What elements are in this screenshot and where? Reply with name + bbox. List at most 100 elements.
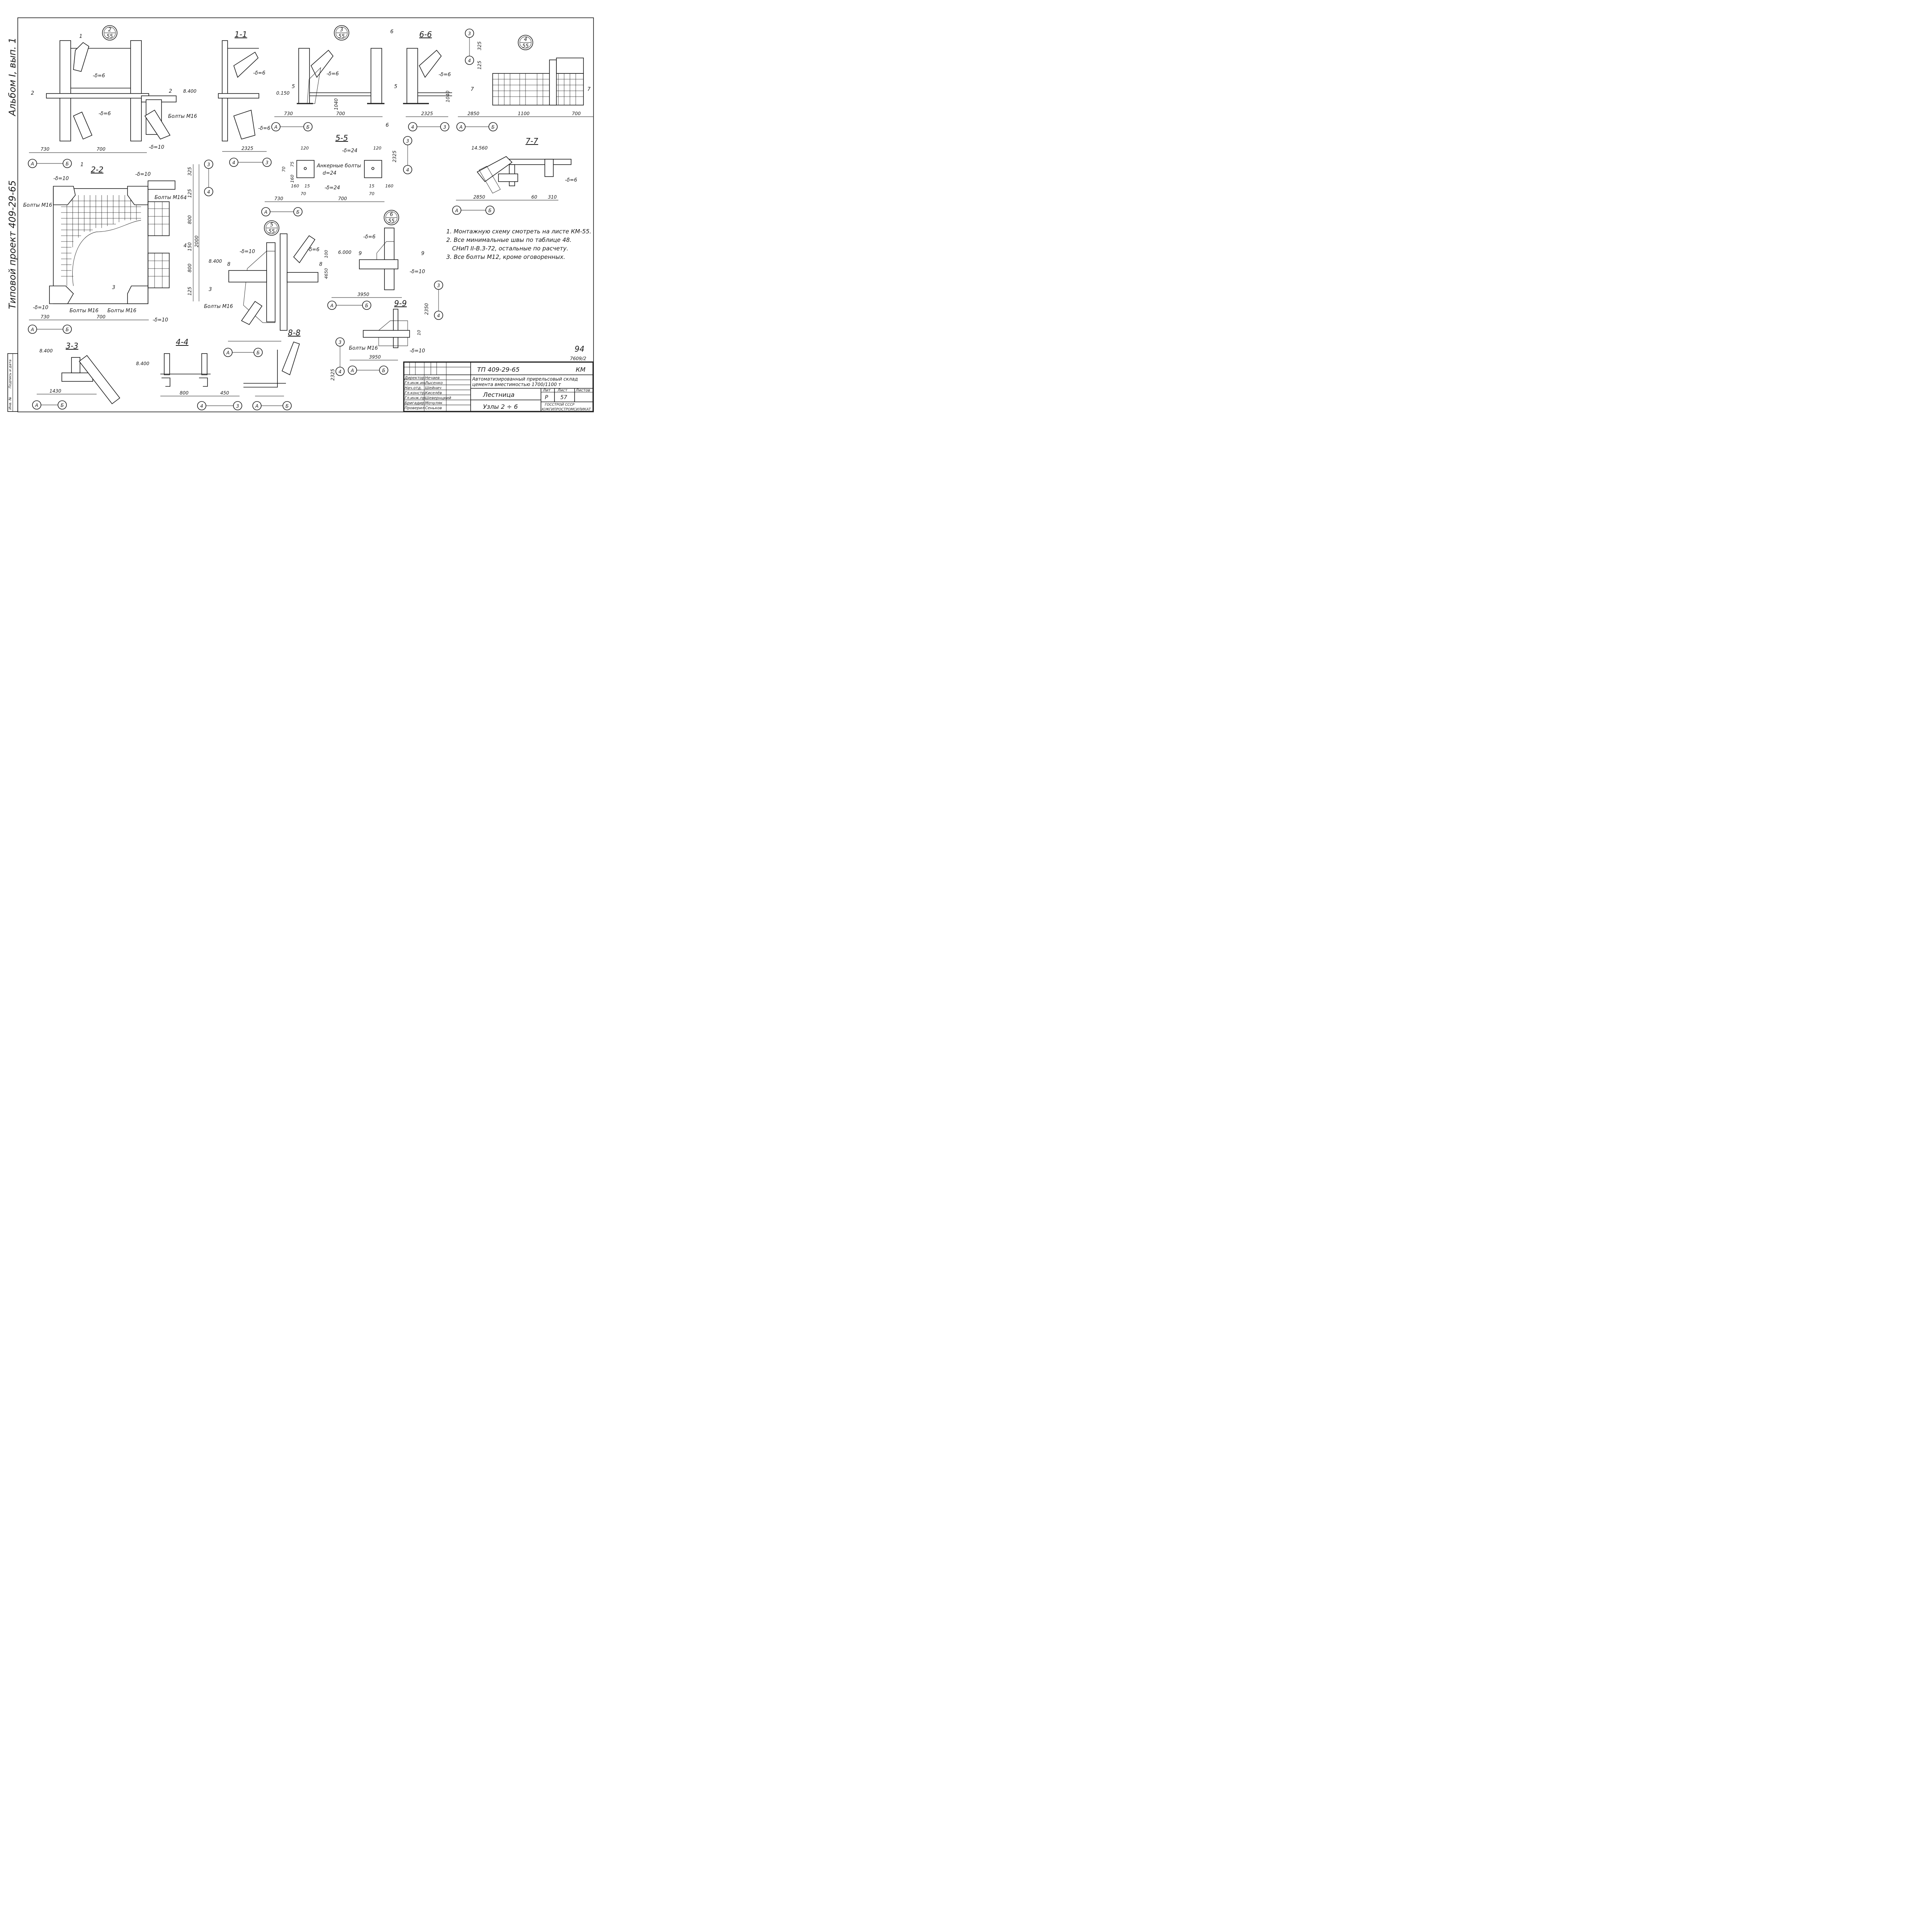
svg-text:-δ=10: -δ=10: [410, 269, 425, 275]
svg-text:Гл.инж.пр.: Гл.инж.пр.: [405, 396, 426, 400]
svg-text:8-8: 8-8: [288, 328, 301, 337]
svg-text:-δ=6: -δ=6: [327, 71, 339, 77]
svg-text:6: 6: [390, 29, 393, 35]
svg-text:Сеньков: Сеньков: [425, 406, 442, 410]
svg-text:Б: Б: [492, 124, 495, 130]
svg-text:2850: 2850: [468, 111, 480, 116]
svg-text:9: 9: [421, 251, 424, 257]
svg-text:Киселёв: Киселёв: [425, 391, 442, 395]
node-6-55-detail: 6 55 -δ=6 -δ=10 6.000 9 9 3950 А Б: [327, 210, 425, 310]
svg-text:15: 15: [369, 184, 374, 189]
svg-text:2325: 2325: [421, 111, 433, 116]
svg-text:Б: Б: [488, 208, 492, 213]
svg-text:310: 310: [548, 194, 557, 200]
node-number: 2: [108, 27, 111, 33]
svg-text:3-3: 3-3: [66, 341, 78, 350]
svg-text:-δ=10: -δ=10: [149, 145, 164, 150]
svg-text:ЮЖГИПРОСТРОМСИЛИКАТ: ЮЖГИПРОСТРОМСИЛИКАТ: [542, 408, 592, 412]
svg-text:8.400: 8.400: [183, 88, 197, 94]
section-6-6: 6-6 -δ=6 1040 2325 4 3: [403, 30, 452, 131]
svg-text:Б: Б: [286, 403, 289, 409]
svg-text:0.150: 0.150: [276, 90, 290, 96]
svg-text:Директор: Директор: [404, 376, 424, 380]
svg-text:-δ=6: -δ=6: [363, 234, 376, 240]
svg-text:4: 4: [184, 243, 187, 249]
svg-text:2: 2: [169, 88, 172, 94]
svg-text:-δ=6: -δ=6: [253, 70, 265, 76]
svg-text:Болты М16: Болты М16: [168, 114, 197, 119]
svg-text:3: 3: [468, 31, 471, 36]
svg-text:9: 9: [359, 251, 362, 257]
svg-text:-δ=10: -δ=10: [53, 176, 69, 182]
drawing-sheet: Альбом I, вып. 1 Типовой проект 409-29-6…: [7, 17, 594, 412]
svg-text:-δ=10: -δ=10: [153, 317, 168, 323]
svg-text:Болты М16: Болты М16: [70, 308, 99, 314]
svg-text:70: 70: [301, 191, 306, 196]
svg-text:Шейнич: Шейнич: [425, 386, 441, 390]
svg-text:4: 4: [200, 403, 203, 409]
svg-text:4: 4: [524, 37, 527, 43]
svg-text:ГОССТРОЙ СССР: ГОССТРОЙ СССР: [545, 402, 575, 407]
svg-text:4: 4: [207, 189, 210, 195]
svg-text:Гл.инж.ин.: Гл.инж.ин.: [405, 381, 427, 385]
svg-text:Болты М16: Болты М16: [155, 195, 184, 201]
svg-text:125: 125: [477, 61, 482, 70]
svg-text:Лысенко: Лысенко: [425, 381, 443, 385]
svg-text:Проверил: Проверил: [405, 406, 425, 410]
svg-text:55: 55: [522, 43, 529, 49]
svg-text:А: А: [274, 124, 277, 130]
svg-text:1430: 1430: [49, 388, 61, 394]
svg-text:Мочуляк: Мочуляк: [425, 401, 442, 405]
svg-text:Б: Б: [382, 368, 385, 373]
svg-text:730: 730: [41, 314, 49, 320]
svg-text:А: А: [226, 350, 230, 355]
svg-text:4: 4: [437, 313, 440, 318]
svg-text:А: А: [330, 303, 333, 308]
svg-text:-δ=10: -δ=10: [410, 348, 425, 354]
svg-text:160: 160: [290, 175, 295, 183]
svg-text:325: 325: [187, 167, 192, 176]
svg-text:4: 4: [184, 195, 187, 201]
svg-text:Б: Б: [66, 327, 69, 332]
svg-text:4: 4: [406, 167, 409, 173]
section-4-4: 4-4 8.400 800 450 4 3: [136, 337, 242, 410]
svg-text:Подпись и дата: Подпись и дата: [9, 359, 12, 388]
title-sheet-name: Лестница: [483, 391, 515, 398]
svg-text:Б: Б: [61, 403, 64, 408]
svg-text:125: 125: [187, 287, 192, 296]
node-4-55-detail: 4 55 3 4 325 125 7 7 2850 1100 700 А: [456, 29, 593, 131]
svg-text:100: 100: [324, 250, 329, 258]
svg-text:-δ=10: -δ=10: [135, 172, 151, 177]
svg-text:7-7: 7-7: [526, 136, 538, 146]
svg-text:700: 700: [572, 111, 581, 116]
svg-text:160: 160: [291, 184, 299, 189]
svg-text:2: 2: [31, 90, 34, 96]
svg-text:СНиП II-В.3-72, остальные по р: СНиП II-В.3-72, остальные по расчету.: [452, 245, 568, 252]
svg-text:Б: Б: [296, 209, 299, 215]
svg-text:Шевернцкий: Шевернцкий: [425, 396, 451, 400]
svg-text:125: 125: [187, 189, 192, 198]
svg-text:120: 120: [373, 146, 381, 151]
svg-text:3: 3: [437, 283, 440, 288]
svg-text:d=24: d=24: [323, 170, 337, 176]
svg-text:325: 325: [477, 41, 482, 50]
svg-text:Анкерные болты: Анкерные болты: [316, 163, 361, 169]
svg-text:2-2: 2-2: [91, 165, 104, 174]
title-code: КМ: [576, 366, 585, 373]
svg-text:3: 3: [209, 287, 212, 293]
svg-text:Болты М16: Болты М16: [107, 308, 136, 314]
svg-text:5-5: 5-5: [335, 133, 348, 143]
svg-text:-δ=6: -δ=6: [307, 247, 320, 253]
svg-text:-δ=6: -δ=6: [258, 126, 270, 131]
svg-text:70: 70: [369, 191, 374, 196]
svg-text:700: 700: [336, 111, 345, 116]
svg-text:Лит: Лит: [543, 388, 551, 393]
svg-text:2850: 2850: [473, 194, 485, 200]
svg-text:3. Все болты М12, кроме оговор: 3. Все болты М12, кроме оговоренных.: [446, 253, 565, 260]
svg-text:Листов: Листов: [575, 388, 590, 393]
node-5-55-detail: 5 55 -δ=10 -δ=6 Болты М16 8.400 8 8 100 …: [204, 220, 329, 331]
svg-text:5: 5: [394, 84, 397, 90]
svg-text:6.000: 6.000: [338, 250, 352, 255]
svg-text:4: 4: [468, 58, 471, 63]
svg-text:3: 3: [265, 160, 269, 165]
